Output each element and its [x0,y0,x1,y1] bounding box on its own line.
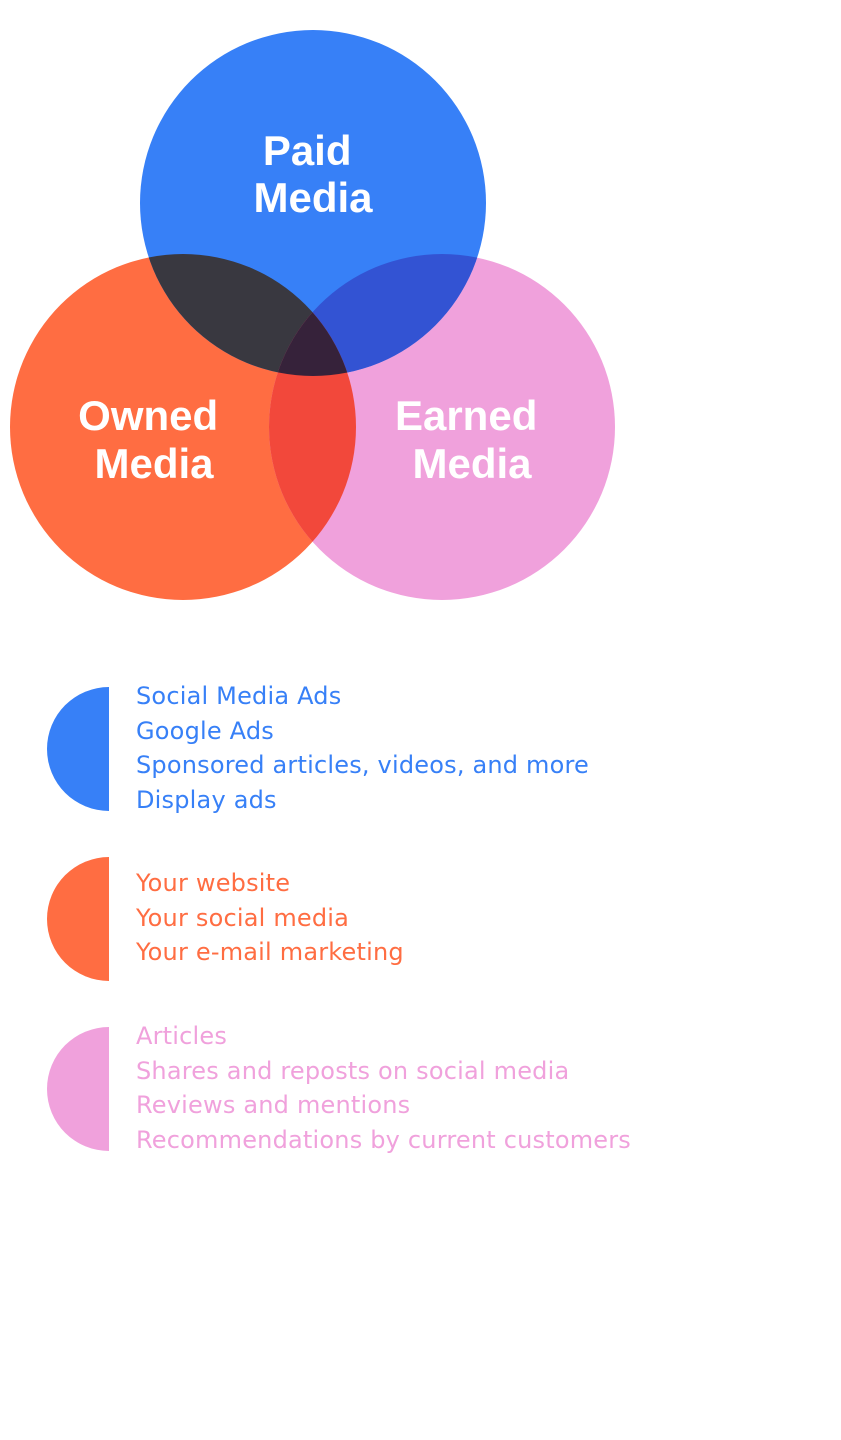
list-item: Google Ads [136,716,274,745]
earned-media-label: Earned Media [395,392,549,487]
list-item: Your social media [136,903,350,932]
list-item: Sponsored articles, videos, and more [136,751,590,780]
list-item: Social Media Ads [136,682,342,710]
earned-half-circle-icon [47,1027,109,1151]
list-item: Your website [136,869,291,897]
venn-diagram: Paid Media Owned Media Earned Media [10,30,615,600]
list-item: Shares and reposts on social media [136,1056,570,1085]
owned-half-circle-icon [47,857,109,981]
paid-owned-overlap [140,254,356,376]
list-item: Your e-mail marketing [136,938,404,967]
list-item: Articles [136,1022,228,1050]
owned-media-label: Owned Media [78,392,230,487]
paid-media-label: Paid Media [253,127,373,221]
list-item: Reviews and mentions [136,1091,411,1120]
list-item: Recommendations by current customers [136,1126,632,1155]
paid-earned-overlap [269,254,486,376]
paid-half-circle-icon [47,687,109,811]
list-item: Display ads [136,786,277,815]
